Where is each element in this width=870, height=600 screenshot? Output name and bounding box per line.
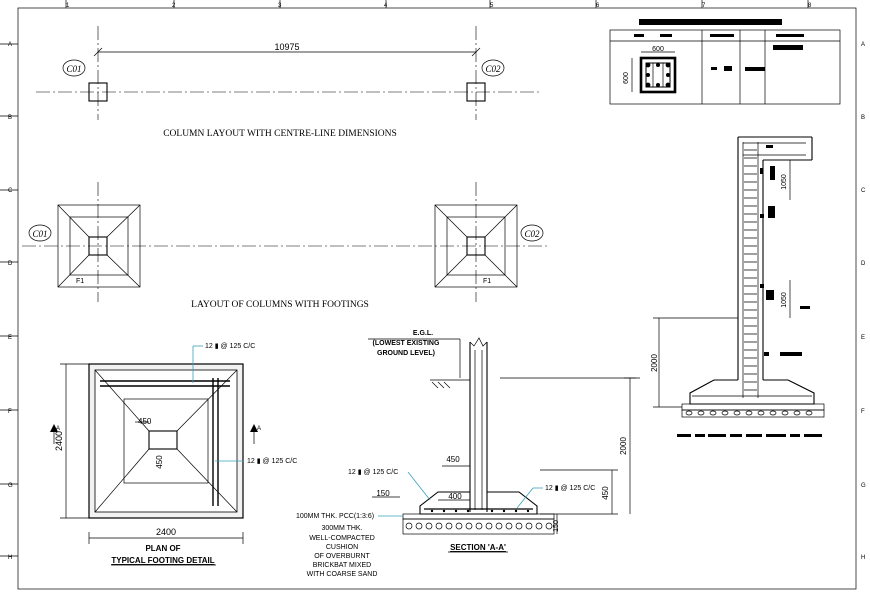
column-c01: [88, 82, 108, 102]
grid-row-label: B: [861, 115, 865, 121]
footing-label-c01: C01: [32, 229, 47, 239]
column-elevation: 2000 1050 1050: [650, 136, 825, 437]
footing-layout: C01 C02 F1 F1 LAYOUT OF COLUMNS WITH FOO…: [22, 182, 548, 310]
svg-text:WITH COARSE SAND: WITH COARSE SAND: [307, 571, 378, 578]
column-section-detail: [631, 51, 677, 94]
grid-col-label: 8: [808, 3, 812, 9]
grid-row-label: A: [861, 42, 865, 48]
grid-row-label: E: [8, 335, 12, 341]
column-layout: 10975 C01 C02 COLUMN LAYOUT WITH CENTRE-…: [36, 26, 540, 139]
elevation-dim-1050-top: 1050: [781, 174, 788, 190]
egl-label-line3: GROUND LEVEL): [377, 350, 435, 357]
svg-text:OF OVERBURNT: OF OVERBURNT: [314, 553, 370, 560]
column-width-dim: 600: [652, 46, 664, 53]
svg-text:WELL-COMPACTED: WELL-COMPACTED: [309, 535, 375, 542]
pcc-note: 100MM THK. PCC(1:3:6): [296, 513, 374, 520]
plan-dim-450-v: 450: [155, 455, 164, 469]
grid-col-label: 3: [278, 3, 282, 9]
egl-label-line2: (LOWEST EXISTING: [373, 340, 440, 347]
grid-row-label: D: [861, 261, 866, 267]
grid-labels: 1 2 3 4 5 6 7 8 A B C D E F G H A B C D …: [8, 3, 866, 561]
footing-tag-right: F1: [483, 278, 491, 285]
footing-layout-title: LAYOUT OF COLUMNS WITH FOOTINGS: [191, 300, 369, 310]
section-rebar-right: 12 ▮ @ 125 C/C: [545, 485, 595, 492]
section-dim-150-side: 150: [553, 520, 560, 532]
grid-row-label: C: [861, 188, 866, 194]
footing-f1-left: [57, 204, 141, 288]
svg-text:300MM THK.: 300MM THK.: [321, 525, 362, 532]
grid-row-label: G: [8, 483, 13, 489]
sheet-border: [17, 7, 857, 590]
grid-col-label: 4: [384, 3, 388, 9]
egl-label-line1: E.G.L.: [413, 330, 433, 337]
dimension-10975: 10975: [274, 42, 299, 52]
footing-label-c02: C02: [524, 229, 540, 239]
plan-dim-450-h: 450: [138, 417, 152, 426]
elevation-dim-1050-mid: 1050: [781, 292, 788, 308]
grid-row-label: D: [8, 261, 13, 267]
elevation-dim-2000: 2000: [650, 354, 659, 372]
grid-col-label: 1: [66, 3, 70, 9]
column-layout-title: COLUMN LAYOUT WITH CENTRE-LINE DIMENSION…: [163, 129, 397, 139]
grid-row-label: H: [861, 555, 865, 561]
section-dim-450-side: 450: [601, 486, 610, 500]
grid-row-label: B: [8, 115, 12, 121]
grid-col-label: 6: [596, 3, 600, 9]
section-a-a: E.G.L. (LOWEST EXISTING GROUND LEVEL) 45…: [296, 330, 640, 578]
svg-text:BRICKBAT MIXED: BRICKBAT MIXED: [313, 562, 371, 569]
grid-row-label: A: [8, 42, 12, 48]
plan-title-line2: TYPICAL FOOTING DETAIL: [111, 556, 214, 565]
cushion-note: 300MM THK. WELL-COMPACTED CUSHION OF OVE…: [307, 525, 378, 578]
plan-typical-footing: 450 450 12 ▮ @ 125 C/C 12 ▮ @ 125 C/C 24…: [50, 343, 297, 566]
grid-col-label: 2: [172, 3, 176, 9]
grid-row-label: C: [8, 188, 13, 194]
section-dim-150: 150: [376, 489, 390, 498]
plan-title-line1: PLAN OF: [145, 544, 180, 553]
plan-rebar-right: 12 ▮ @ 125 C/C: [247, 458, 297, 465]
footing-f1-right: [434, 204, 518, 288]
grid-ticks: [0, 0, 809, 557]
grid-row-label: E: [861, 335, 865, 341]
column-c02: [466, 82, 486, 102]
plan-dim-2400-v: 2400: [54, 431, 64, 451]
grid-row-label: H: [8, 555, 12, 561]
grid-row-label: G: [861, 483, 866, 489]
grid-col-label: 7: [702, 3, 706, 9]
column-label-c01: C01: [66, 64, 81, 74]
redacted-elevation-title: [677, 434, 822, 437]
redacted-title: [639, 19, 782, 25]
section-dim-400: 400: [448, 492, 462, 501]
column-label-c02: C02: [485, 64, 501, 74]
section-mark-right: A: [257, 426, 261, 432]
section-mark-left: A: [56, 426, 60, 432]
plan-rebar-top: 12 ▮ @ 125 C/C: [205, 343, 255, 350]
section-title: SECTION 'A-A': [450, 543, 506, 552]
column-schedule: 600 600: [609, 19, 841, 105]
section-rebar-left: 12 ▮ @ 125 C/C: [348, 469, 398, 476]
grid-row-label: F: [861, 409, 865, 415]
section-dim-450-top: 450: [446, 455, 460, 464]
grid-row-label: F: [8, 409, 12, 415]
footing-tag-left: F1: [76, 278, 84, 285]
svg-text:CUSHION: CUSHION: [326, 544, 358, 551]
column-depth-dim: 600: [623, 72, 630, 84]
plan-dim-2400-h: 2400: [156, 527, 176, 537]
grid-col-label: 5: [490, 3, 494, 9]
section-dim-2000: 2000: [619, 437, 628, 455]
